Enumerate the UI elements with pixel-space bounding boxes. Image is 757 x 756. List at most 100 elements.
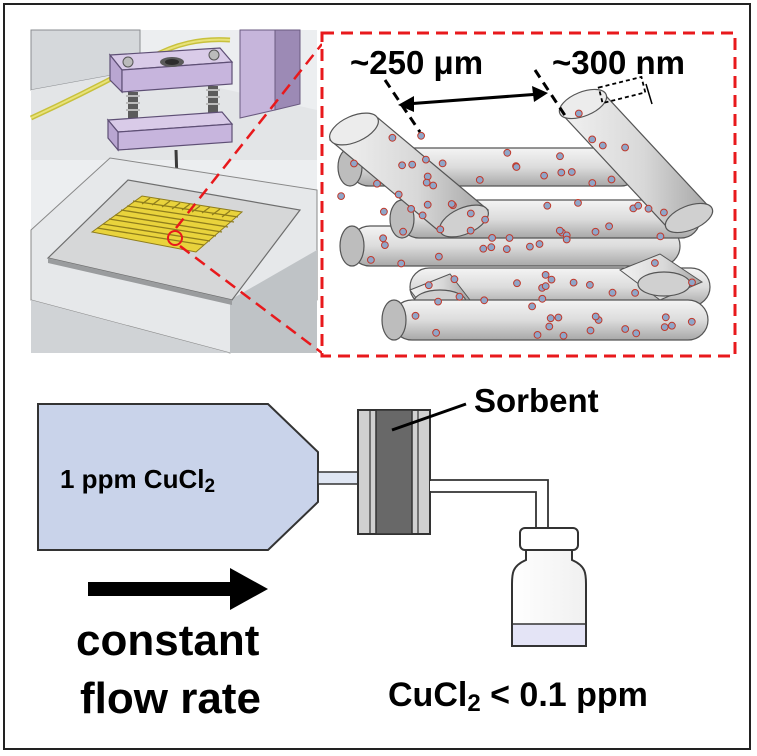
nanoparticle [466,209,475,218]
flow-label-line1: constant [76,616,260,665]
nanoparticle [661,313,670,322]
nanoparticle [418,211,427,220]
nanoparticle [394,190,403,199]
nanoparticle [591,227,600,236]
nanoparticle [660,323,669,332]
outlet-tube [430,479,549,530]
nanoparticle [450,275,459,284]
inlet-tube [317,471,359,485]
nanoparticle [533,331,542,339]
nanoparticle [586,281,594,289]
nanoparticle [588,135,597,144]
nanoparticle [513,279,521,288]
nanoparticle [556,152,564,161]
nanoparticle [543,201,552,210]
fiber-scaffold [328,88,714,341]
nanoparticle [512,163,521,171]
nanoparticle [373,179,381,188]
nanoparticles [337,109,696,340]
nanoparticle [559,331,568,340]
nanoparticle [656,232,665,241]
dimension-250um-label: ~250 μm [350,44,483,81]
nanoparticle [574,199,582,207]
nanoparticle [379,234,388,243]
dimension-250um: ~250 μm [350,44,570,133]
nanoparticle [407,205,416,213]
nanoparticle [621,325,630,333]
nanoparticle [502,245,511,254]
nanoparticle [397,259,406,268]
sorbent-label: Sorbent [474,382,599,419]
flow-arrow [88,568,268,610]
syringe-label-sub: 2 [204,476,215,497]
zoom-target-marker [167,230,183,246]
nanoparticle [381,241,389,250]
nanoparticle [528,302,536,311]
nanoparticle [688,278,696,287]
nanoparticle [569,278,578,287]
nanoparticle [488,234,497,242]
nanoparticle [547,275,556,284]
nanoparticle [631,289,639,297]
nanoparticle [423,200,432,209]
outlet-label-sub: 2 [467,690,480,717]
nanoparticle [487,243,496,252]
nanoparticle [562,235,571,244]
nanoparticle [408,160,417,169]
nanoparticle [540,171,548,180]
nanoparticle [417,131,426,140]
outlet-label-suffix: < 0.1 ppm [481,676,648,714]
nanoparticle [466,226,475,235]
nanoparticle [429,181,438,190]
nanoparticle [586,326,595,335]
dimension-300nm: ~300 nm [552,44,685,105]
nanoparticle [503,148,512,157]
svg-text:1 ppm CuCl2: 1 ppm CuCl2 [60,464,215,497]
figure-frame [3,3,751,750]
nanoparticle [411,311,420,320]
nanoparticle [651,259,659,267]
dimension-300nm-label: ~300 nm [552,44,685,81]
nanoparticle [479,244,488,253]
zoom-guide-lower [179,245,323,354]
nanoparticle [555,226,564,235]
zoom-guide-upper [175,43,323,229]
nanoparticle [455,292,464,301]
nanoparticle [337,192,346,201]
gold-electrode [90,195,244,253]
nanoparticle [367,256,375,264]
nanoparticle [399,227,408,236]
nanoparticle [481,215,490,224]
nanoparticle [605,222,613,231]
nanoparticle [380,207,388,216]
sorbent-column: Sorbent [357,382,599,535]
printer-scene [29,29,318,354]
nanoparticle [475,176,484,184]
nanoparticle [660,208,668,217]
nanoparticle [424,281,433,290]
nanoparticle [541,282,550,291]
nanoparticle [557,168,566,177]
nanoparticle [480,296,489,305]
nanoparticle [687,317,696,326]
nanoparticle [668,321,676,330]
nanoparticle [541,271,550,279]
nanoparticle [598,141,607,150]
nanoparticle [567,168,576,176]
nanoparticle [644,204,653,213]
nanoparticle [422,155,430,164]
nanoparticle [607,175,616,184]
nanoparticle [447,200,456,208]
nanoparticle [388,133,397,142]
syringe-label: 1 ppm CuCl [60,464,204,494]
nanoparticle [435,252,443,261]
nanoparticle [438,159,447,168]
nanoparticle [621,143,629,152]
svg-text:CuCl2 < 0.1 ppm: CuCl2 < 0.1 ppm [388,676,648,717]
nanoparticle [545,322,554,331]
nanoparticle [574,109,583,118]
collection-bottle [511,527,587,647]
nanoparticle [538,294,547,303]
nanoparticle [546,314,555,323]
